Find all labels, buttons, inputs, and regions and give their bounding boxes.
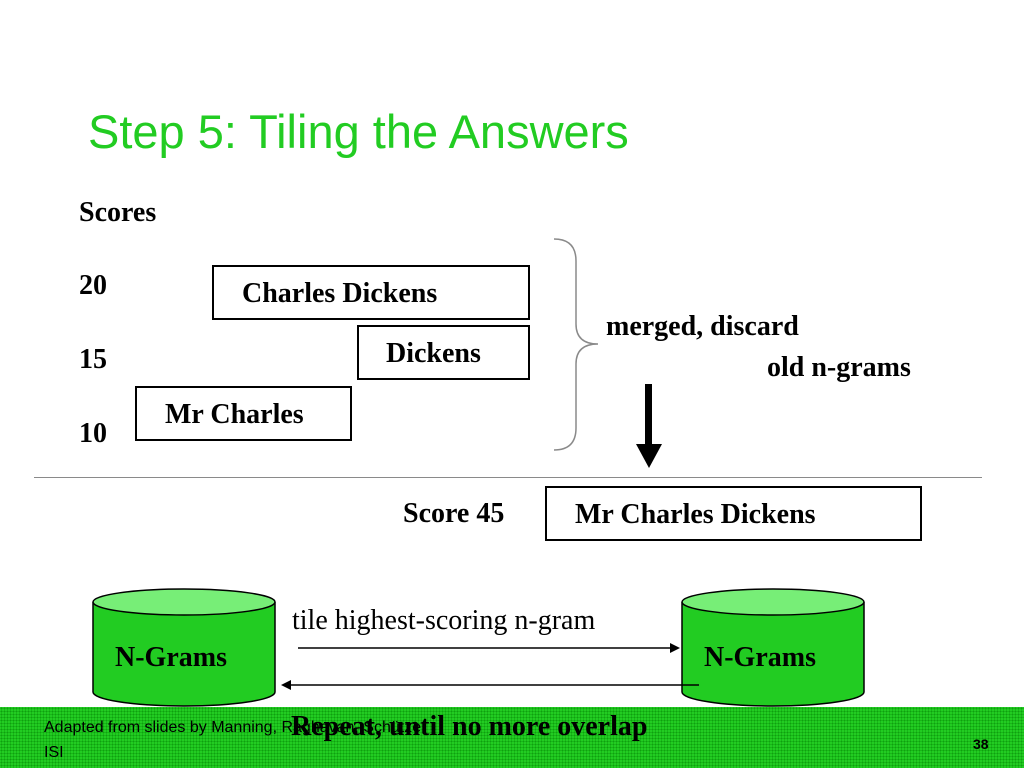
score-value-15: 15 — [79, 344, 107, 375]
flow-label: tile highest-scoring n-gram — [292, 605, 596, 636]
merge-text-line2: old n-grams — [767, 352, 911, 383]
result-box: Mr Charles Dickens — [545, 486, 922, 541]
ngram-text: Mr Charles — [165, 399, 304, 430]
repeat-text: Repeat, until no more overlap — [291, 711, 648, 742]
db-left-label: N-Grams — [115, 642, 227, 673]
curly-brace-icon — [553, 238, 599, 451]
ngram-box-charles-dickens: Charles Dickens — [212, 265, 530, 320]
footer-credit-line1: Adapted from slides by Manning, Raghavan… — [44, 719, 422, 736]
page-number: 38 — [973, 736, 989, 752]
slide-title: Step 5: Tiling the Answers — [88, 105, 629, 158]
divider-line — [34, 477, 982, 478]
ngram-text: Dickens — [386, 338, 481, 369]
database-icon — [92, 588, 276, 707]
result-score-label: Score 45 — [403, 498, 505, 529]
db-right-label: N-Grams — [704, 642, 816, 673]
score-value-20: 20 — [79, 270, 107, 301]
score-value-10: 10 — [79, 418, 107, 449]
result-text: Mr Charles Dickens — [575, 499, 816, 530]
ngram-text: Charles Dickens — [242, 278, 438, 309]
ngram-box-dickens: Dickens — [357, 325, 530, 380]
footer-bar — [0, 707, 1024, 768]
database-icon — [681, 588, 865, 707]
down-arrow-head — [636, 444, 662, 468]
left-arrow-icon — [281, 680, 699, 690]
scores-header: Scores — [79, 197, 157, 228]
down-arrow-icon — [645, 384, 652, 446]
merge-text-line1: merged, discard — [606, 311, 799, 342]
right-arrow-icon — [298, 643, 680, 653]
footer-credit-line2: ISI — [44, 744, 64, 761]
ngram-box-mr-charles: Mr Charles — [135, 386, 352, 441]
